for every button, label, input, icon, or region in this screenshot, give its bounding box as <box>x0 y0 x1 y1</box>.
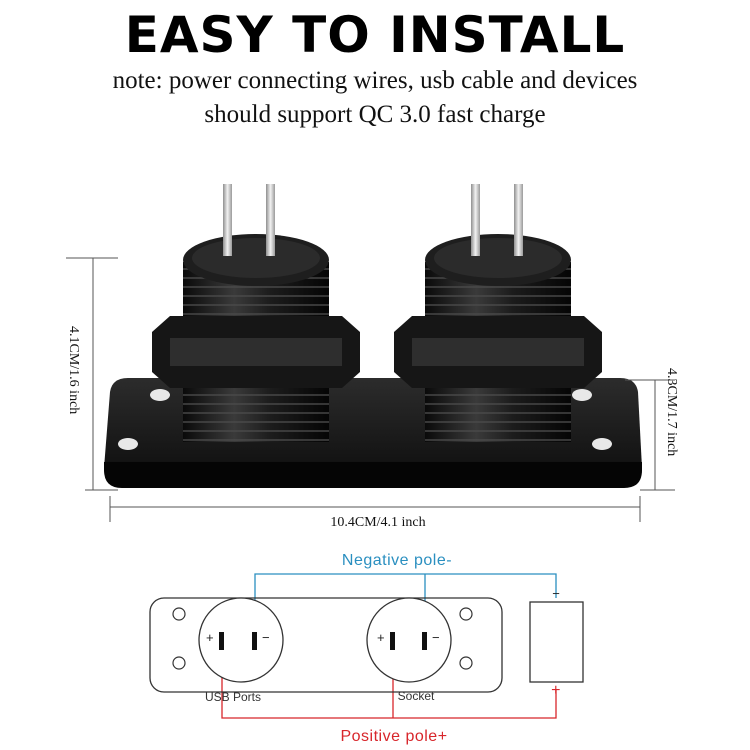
right-pin <box>514 184 523 256</box>
usb-terminal-negative <box>252 632 257 650</box>
negative-pole-label: Negative pole- <box>342 552 452 569</box>
battery <box>529 601 584 683</box>
page-title: EASY TO INSTALL <box>124 6 626 64</box>
socket-panel-product <box>104 184 642 488</box>
note-text: note: power connecting wires, usb cable … <box>0 64 750 132</box>
usb-plus-sign: + <box>206 630 214 645</box>
height-right-label: 4.3CM/1.7 inch <box>664 368 679 456</box>
battery-plus-sign: + <box>551 682 561 699</box>
note-line-2: should support QC 3.0 fast charge <box>204 101 546 128</box>
left-pin-top <box>266 184 275 256</box>
panel-hole-outline <box>459 656 473 670</box>
dimension-lines <box>66 257 675 522</box>
usb-minus-sign: − <box>262 630 270 645</box>
socket-terminal-positive <box>390 632 395 650</box>
panel-edge <box>104 462 642 488</box>
usb-port-outline <box>198 597 284 683</box>
socket-minus-sign: − <box>432 630 440 645</box>
socket-plus-sign: + <box>377 630 385 645</box>
panel-hole-outline <box>459 607 473 621</box>
panel-hole <box>150 389 170 401</box>
socket-terminal-negative <box>422 632 427 650</box>
panel-hole <box>118 438 138 450</box>
positive-pole-label: Positive pole+ <box>340 728 447 745</box>
usb-ports-label: USB Ports <box>205 690 261 704</box>
panel-hole-outline <box>172 607 186 621</box>
usb-terminal-positive <box>219 632 224 650</box>
battery-minus-sign: − <box>552 586 560 601</box>
panel-hole <box>572 389 592 401</box>
height-left-label: 4.1CM/1.6 inch <box>66 326 81 414</box>
panel-hole <box>592 438 612 450</box>
panel-hole-outline <box>172 656 186 670</box>
width-label: 10.4CM/4.1 inch <box>330 515 425 530</box>
socket-outline <box>366 597 452 683</box>
left-pin-top <box>223 184 232 256</box>
right-pin <box>471 184 480 256</box>
panel-outline <box>149 597 503 693</box>
wiring-diagram: Negative pole- + − USB Ports + − Socket <box>149 552 584 745</box>
left-outlet <box>152 184 360 442</box>
right-outlet <box>394 184 602 442</box>
note-line-1: note: power connecting wires, usb cable … <box>112 67 638 94</box>
socket-label: Socket <box>398 689 435 703</box>
